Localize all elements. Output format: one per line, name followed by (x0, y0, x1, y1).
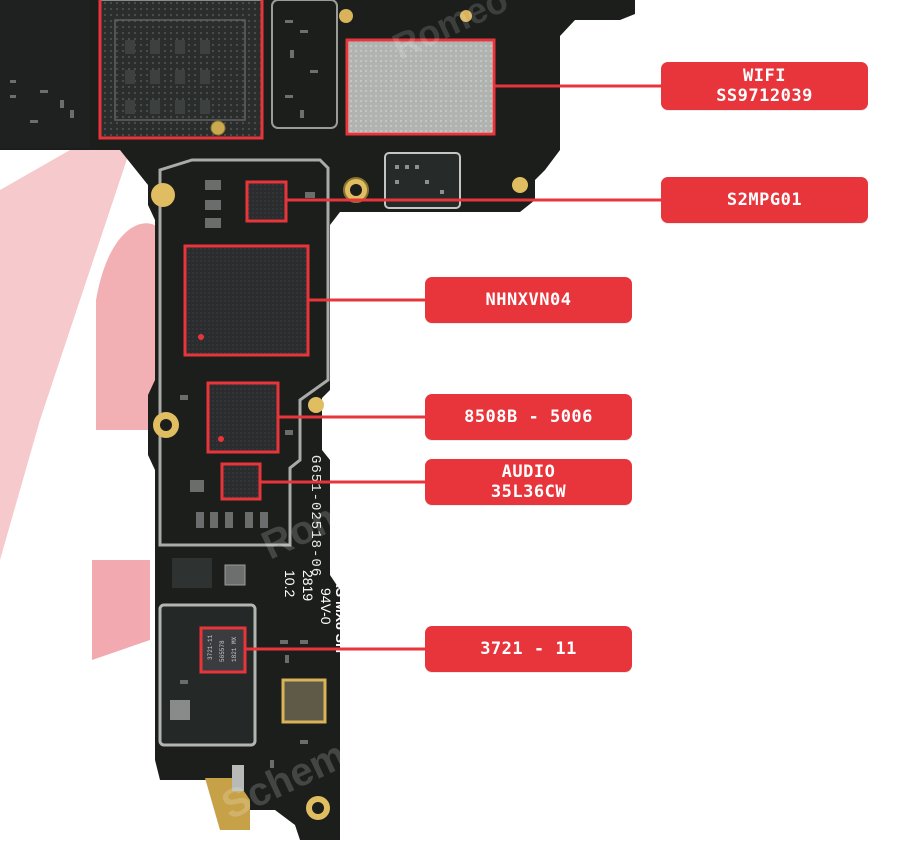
background-brand-shape (0, 150, 130, 560)
label-wifi: WIFI SS9712039 (661, 62, 868, 110)
silkscreen-mfr-1: AT&S MX8 SH (333, 560, 349, 653)
ic-3721-chip (202, 629, 244, 671)
label-audio-line2: 35L36CW (490, 482, 567, 502)
s2mpg01-chip (248, 183, 285, 220)
label-s2mpg01: S2MPG01 (661, 177, 868, 223)
shield-small (384, 152, 461, 209)
label-audio-line1: AUDIO (501, 462, 556, 482)
wifi-shield (347, 39, 494, 134)
lower-shield (158, 603, 257, 747)
label-nhnxvn04-text: NHNXVN04 (485, 290, 572, 310)
silkscreen-mfr-3: 2819 (300, 570, 316, 601)
label-wifi-line1: WIFI (743, 66, 786, 86)
sim-tray-highlight (98, 0, 264, 140)
chip-marking-2: 565578 (219, 640, 226, 662)
nhnxvn04-chip (186, 246, 308, 354)
label-8508b: 8508B - 5006 (425, 394, 632, 440)
chip-marking-1: 3721-11 (207, 634, 214, 660)
silkscreen-mfr-2: 94V-0 (318, 588, 334, 625)
chip-marking-3: 1821 MX (231, 636, 238, 662)
label-8508b-text: 8508B - 5006 (464, 407, 593, 427)
silkscreen-mfr-4: 10.2 (282, 570, 298, 597)
sim-tray-shield (99, 0, 263, 139)
label-s2mpg01-text: S2MPG01 (726, 190, 803, 210)
label-3721: 3721 - 11 (425, 626, 632, 672)
label-3721-text: 3721 - 11 (480, 639, 577, 659)
label-audio: AUDIO 35L36CW (425, 459, 632, 505)
background-brand-shape (96, 223, 160, 430)
silkscreen-part-number: G651-02518-06 (307, 455, 323, 577)
background-brand-shape (92, 560, 150, 660)
connector-pad (281, 678, 327, 724)
label-wifi-line2: SS9712039 (716, 86, 813, 106)
label-nhnxvn04: NHNXVN04 (425, 277, 632, 323)
audio-chip (223, 465, 259, 498)
